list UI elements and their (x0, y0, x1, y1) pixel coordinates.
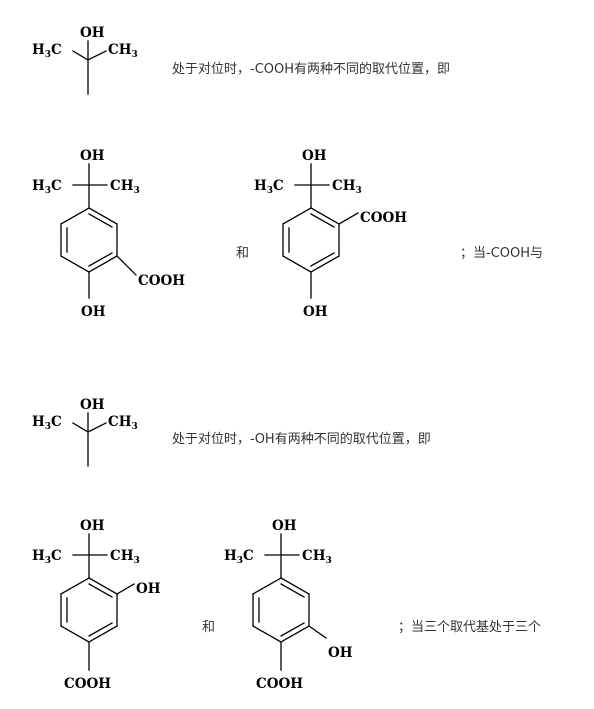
cooh-label: COOH (64, 676, 111, 692)
oh-side-label: OH (328, 645, 353, 661)
oh-bottom-label: OH (81, 304, 106, 320)
h3c-label: H3C (32, 178, 62, 196)
oh-top-label: OH (302, 148, 327, 164)
paragraph-3: 处于对位时，-OH有两种不同的取代位置，即 (172, 432, 431, 447)
structure-c: OH H3C CH3 OH COOH (32, 518, 161, 692)
ch3-label: CH3 (108, 42, 138, 60)
ch3-label: CH3 (110, 548, 140, 566)
and-2: 和 (202, 620, 216, 635)
h3c-label: H3C (254, 178, 284, 196)
structure-d: OH H3C CH3 OH COOH (224, 518, 353, 692)
h3c-label: H3C (32, 548, 62, 566)
paragraph-2-tail: ；当-COOH与 (460, 246, 544, 261)
isopropanol-fragment-1: OH H3C CH3 (32, 25, 138, 95)
ch3-label: CH3 (108, 414, 138, 432)
cooh-label: COOH (138, 273, 185, 289)
oh-top-label: OH (80, 148, 105, 164)
oh-side-label: OH (136, 581, 161, 597)
structure-b: OH H3C CH3 COOH OH (254, 148, 407, 320)
oh-label: OH (80, 397, 105, 413)
paragraph-1: 处于对位时，-COOH有两种不同的取代位置，即 (172, 62, 451, 77)
ch3-label: CH3 (302, 548, 332, 566)
cooh-label: COOH (256, 676, 303, 692)
ch3-label: CH3 (110, 178, 140, 196)
isopropanol-fragment-2: OH H3C CH3 (32, 397, 138, 467)
paragraph-4-tail: ；当三个取代基处于三个 (398, 620, 542, 635)
ch3-label: CH3 (332, 178, 362, 196)
oh-top-label: OH (272, 518, 297, 534)
and-1: 和 (236, 246, 250, 261)
oh-bottom-label: OH (303, 304, 328, 320)
oh-top-label: OH (80, 518, 105, 534)
structure-a: OH H3C CH3 COOH OH (32, 148, 185, 320)
oh-label: OH (80, 25, 105, 41)
h3c-label: H3C (32, 42, 62, 60)
h3c-label: H3C (32, 414, 62, 432)
h3c-label: H3C (224, 548, 254, 566)
cooh-label: COOH (360, 210, 407, 226)
